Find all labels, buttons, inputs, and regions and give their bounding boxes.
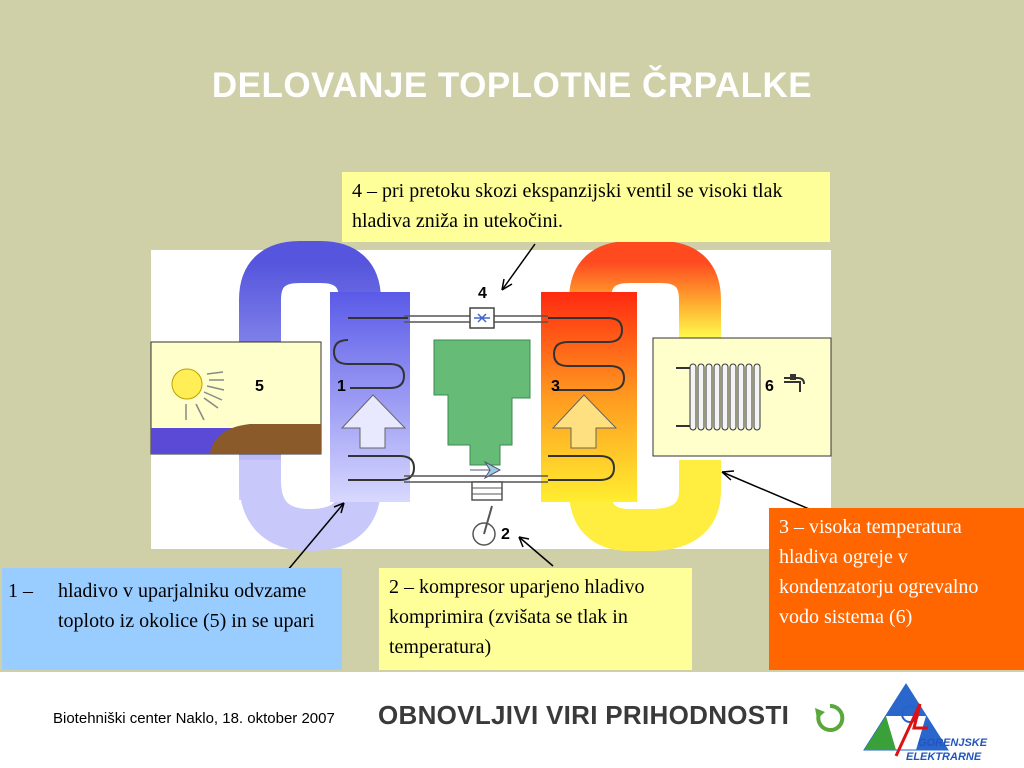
gorenjske-elektrarne-logo: GORENJSKE ELEKTRARNE bbox=[863, 683, 988, 763]
compressor-body bbox=[433, 339, 531, 466]
footer bbox=[0, 672, 1024, 768]
condenser bbox=[541, 292, 637, 502]
sun-icon bbox=[171, 368, 203, 400]
faucet-icon bbox=[784, 377, 805, 392]
page-title: DELOVANJE TOPLOTNE ČRPALKE bbox=[211, 66, 813, 105]
diagram-label-3: 3 bbox=[551, 378, 560, 395]
evaporator bbox=[330, 292, 410, 502]
diagram-label-1: 1 bbox=[337, 378, 346, 395]
callout-evaporator: 1 – hladivo v uparjalniku odvzame toplot… bbox=[2, 568, 342, 670]
evaporator-loop bbox=[239, 241, 416, 552]
callout-evaporator-text: hladivo v uparjalniku odvzame toploto iz… bbox=[58, 580, 315, 632]
radiator-icon bbox=[689, 363, 761, 431]
recycle-icon bbox=[815, 703, 845, 732]
callout-evaporator-number: 1 – bbox=[8, 580, 33, 602]
callout-condenser: 3 – visoka temperatura hladiva ogreje v … bbox=[769, 508, 1024, 670]
logo-line-1: GORENJSKE bbox=[918, 737, 988, 749]
callout-expansion-valve: 4 – pri pretoku skozi ekspanzijski venti… bbox=[342, 172, 830, 242]
logo-line-2: ELEKTRARNE bbox=[906, 751, 982, 763]
callout-compressor: 2 – kompresor uparjeno hladivo komprimir… bbox=[379, 568, 692, 670]
footer-text: Biotehniški center Naklo, 18. oktober 20… bbox=[53, 710, 335, 727]
footer-brand: OBNOVLJIVI VIRI PRIHODNOSTI bbox=[378, 700, 790, 730]
diagram-label-4: 4 bbox=[478, 285, 487, 302]
diagram-label-6: 6 bbox=[765, 378, 774, 395]
condenser-loop bbox=[541, 241, 721, 551]
diagram-label-2: 2 bbox=[501, 526, 510, 543]
heating-system-box bbox=[652, 337, 832, 457]
compressor-icon bbox=[471, 481, 503, 501]
diagram-label-5: 5 bbox=[255, 378, 264, 395]
heat-source-box bbox=[150, 341, 322, 455]
